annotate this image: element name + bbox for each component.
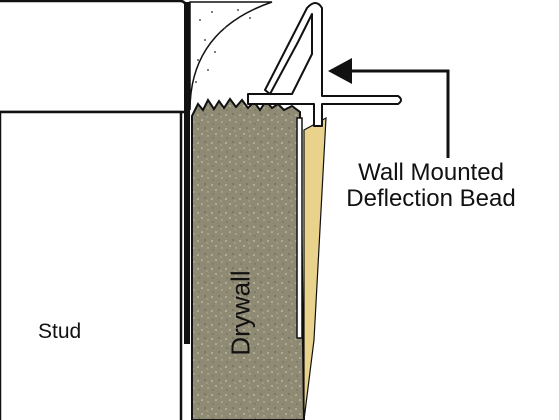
ceiling-block bbox=[0, 0, 188, 114]
joint-compound bbox=[189, 1, 273, 111]
joint-compound-speckle bbox=[195, 9, 251, 83]
stud bbox=[0, 110, 183, 420]
bead-flange bbox=[296, 117, 303, 339]
bead-leg bbox=[326, 95, 402, 105]
arrow-left-icon bbox=[328, 58, 352, 84]
drywall-board bbox=[191, 97, 306, 420]
tape-strip bbox=[303, 116, 327, 420]
bead-label-line-2: Deflection Bead bbox=[346, 185, 516, 212]
leader-line bbox=[350, 69, 450, 158]
stud-label: Stud bbox=[38, 320, 82, 343]
bead-label: Wall Mounted Deflection Bead bbox=[346, 160, 516, 212]
bead-label-line-1: Wall Mounted bbox=[358, 159, 504, 186]
track-edge bbox=[184, 2, 190, 344]
drywall-label: Drywall bbox=[225, 270, 256, 356]
